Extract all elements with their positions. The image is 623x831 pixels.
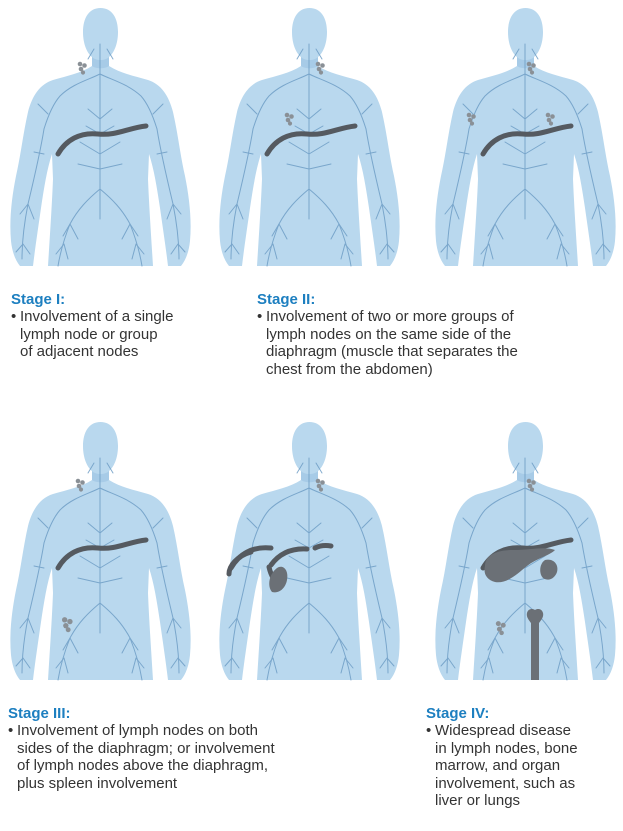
stage-3-line: of lymph nodes above the diaphragm, [8, 757, 338, 775]
body-silhouette [10, 422, 190, 680]
stage-1-block: Stage I: Involvement of a single lymph n… [11, 291, 221, 361]
stage-4-line: Widespread disease [426, 722, 616, 740]
stage-2-title: Stage II: [257, 291, 597, 308]
stage-1-line: of adjacent nodes [11, 343, 221, 361]
body-silhouette [10, 8, 190, 266]
diaphragm-line-left [315, 546, 331, 548]
figure-stage-1 [8, 4, 193, 269]
stage-4-line: in lymph nodes, bone [426, 740, 616, 758]
stage-1-title: Stage I: [11, 291, 221, 308]
stage-1-line: lymph node or group [11, 326, 221, 344]
stage-4-block: Stage IV: Widespread disease in lymph no… [426, 705, 616, 810]
stage-1-description: Involvement of a single lymph node or gr… [11, 308, 221, 361]
figure-stage-4 [433, 418, 618, 683]
stage-3-title: Stage III: [8, 705, 338, 722]
body-silhouette [435, 8, 615, 266]
stage-2-line: Involvement of two or more groups of [257, 308, 597, 326]
stage-4-line: marrow, and organ [426, 757, 616, 775]
stage-1-line: Involvement of a single [11, 308, 221, 326]
stage-3-block: Stage III: Involvement of lymph nodes on… [8, 705, 338, 792]
stage-3-line: plus spleen involvement [8, 775, 338, 793]
figure-stage-2a [217, 4, 402, 269]
stage-4-description: Widespread disease in lymph nodes, bone … [426, 722, 616, 810]
stage-3-description: Involvement of lymph nodes on both sides… [8, 722, 338, 792]
stage-2-description: Involvement of two or more groups of lym… [257, 308, 597, 378]
stage-2-line: diaphragm (muscle that separates the [257, 343, 597, 361]
stage-3-line: Involvement of lymph nodes on both [8, 722, 338, 740]
stage-4-line: involvement, such as [426, 775, 616, 793]
stage-2-line: chest from the abdomen) [257, 361, 597, 379]
figure-stage-3a [8, 418, 193, 683]
stage-4-line: liver or lungs [426, 792, 616, 810]
stage-2-block: Stage II: Involvement of two or more gro… [257, 291, 597, 378]
figure-stage-2b [433, 4, 618, 269]
stage-2-line: lymph nodes on the same side of the [257, 326, 597, 344]
stage-4-title: Stage IV: [426, 705, 616, 722]
body-silhouette [219, 8, 399, 266]
figure-stage-3b [217, 418, 402, 683]
stage-3-line: sides of the diaphragm; or involvement [8, 740, 338, 758]
